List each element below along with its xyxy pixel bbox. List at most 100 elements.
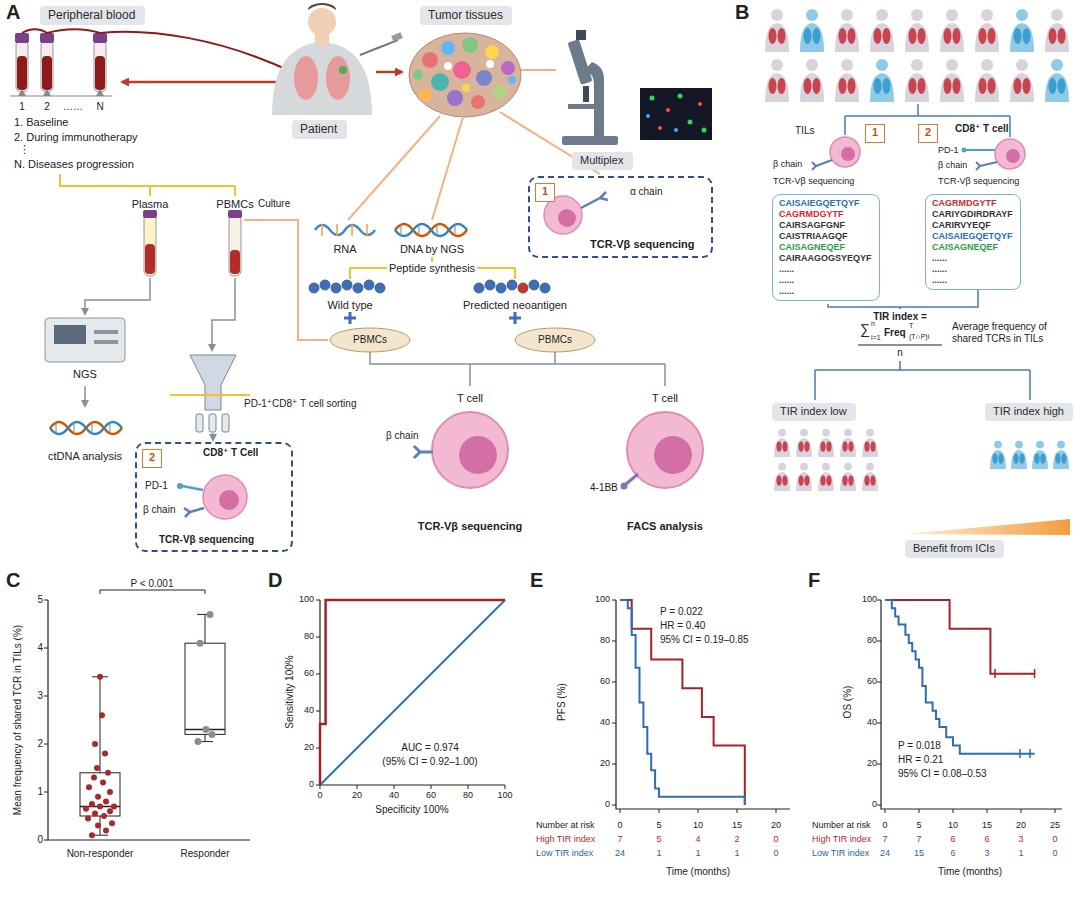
sequence-text: CAGRMDGYTF [779,209,873,220]
patient-cohort [835,59,859,102]
peptide-chain [507,280,517,290]
text-label: Peptide synthesis [387,262,477,275]
timeline [10,89,112,96]
red-arrow [122,81,285,84]
patient-cohort [796,429,812,457]
patient-cohort [1032,441,1048,469]
text-label: High TIR index [536,834,595,845]
text-label: β chain [938,160,967,171]
peptide-chain [518,283,528,293]
text-label: Culture [258,198,290,210]
bracket-line [815,361,1030,400]
box-plot [185,643,225,734]
text-label: 15 [732,820,742,831]
cell-illustration [812,160,832,170]
roc-chart [320,600,505,785]
patient-illustration [308,3,336,10]
survival-chart [885,600,1035,754]
box-plot [100,779,106,785]
box-plot [100,590,205,594]
sample-tube [143,210,242,276]
cell-sorter [170,355,250,432]
patient-illustration [391,32,403,41]
text-label: P = 0.018 [898,740,941,752]
sample-tube [143,210,157,218]
node-text: TIR index high [993,405,1065,419]
grey-connector [212,433,214,440]
t-cell [626,474,638,484]
node-text: 2 [919,125,937,139]
patient-cohort [840,463,856,491]
text-label: N. Diseases progression [14,158,134,171]
peptide-chain [342,280,352,290]
text-label: 6 [950,848,955,859]
sample-tube [144,214,156,276]
section-heading: Multiplex [572,152,633,170]
rna-strand [322,224,367,236]
sequence-list: CAGRMDGYTFCARIYGDIRDRAYFCARIRVYEQFCAISAI… [925,194,1021,290]
box-plot [195,611,216,745]
panel-letter: B [735,0,749,24]
microscope [562,136,618,145]
text-label: 4 [695,834,700,845]
patient-cohort [905,59,929,102]
text-label: 20 [304,742,314,753]
text-label: β chain [386,430,418,442]
text-label: T cell [457,392,483,405]
tumor-tissue [485,45,499,59]
patient-cohort [1010,59,1034,102]
peptide-chain [540,283,550,293]
box-plot [95,794,101,800]
text-label: 10 [693,820,703,831]
text-label: 20 [771,820,781,831]
text-label: …… [63,101,83,113]
orange-connector [432,117,463,220]
box-plot [48,600,250,840]
t-cell [627,412,703,488]
box-plot [89,801,95,807]
text-label: 2. During immunotherapy [14,131,138,144]
patient-cohort [840,429,856,457]
sequencer [94,340,118,344]
box-plot [101,813,107,819]
orange-connector [348,116,440,220]
patient-cohort [1045,9,1069,52]
sequencer [45,318,125,362]
text-label: AUC = 0.974 [401,742,459,754]
text-label: 4 [37,642,43,654]
box-plot [83,674,117,838]
peptide-chain [309,280,550,293]
text-label: 6 [984,834,989,845]
box-plot [92,741,98,747]
plus-symbol [344,312,356,324]
text-label: P = 0.022 [660,606,703,618]
blood-tube [17,56,27,90]
text-label: 15 [914,848,924,859]
tumor-tissue [493,85,507,99]
blood-tube [16,40,28,92]
blood-tube [22,29,292,72]
text-label: 95% CI = 0.19–0.85 [660,634,749,646]
section-heading: Peripheral blood [40,6,145,25]
rna-strand [315,224,375,236]
dashed-panel: α chainTCR-Vβ sequencing1 [528,176,713,258]
node-text: Peripheral blood [48,8,137,23]
patient-cohort [975,9,999,52]
blood-tube [94,40,106,92]
text-label: β chain [773,159,802,170]
text-label: 40 [867,717,877,728]
cell-sorter [170,394,250,396]
grey-connector [85,278,150,314]
box-plot [209,731,216,738]
patient-cohort [1045,59,1069,102]
sequence-text: CAISAIEGQETQYF [932,231,1014,242]
node-text: 2 [143,450,161,464]
grey-connector [370,352,665,386]
text-label: 0 [872,799,877,810]
multiplex-image [688,120,693,125]
rna-strand [315,225,375,235]
blood-tube [95,56,105,90]
blood-tube [41,40,53,92]
cell-illustration [184,508,204,517]
grey-connector [212,278,235,350]
